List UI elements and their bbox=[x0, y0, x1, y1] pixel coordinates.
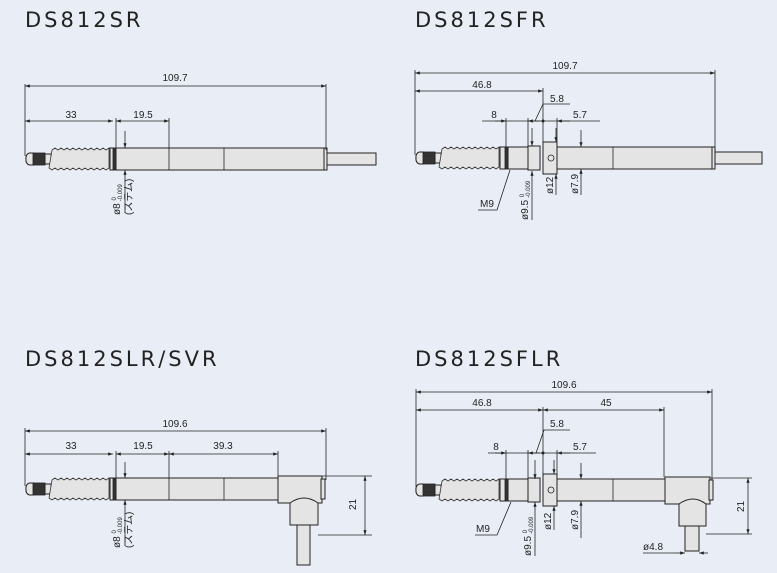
svg-text:ø8 0-0.009: ø8 0-0.009 bbox=[112, 184, 124, 215]
dim-d: 5.7 bbox=[573, 110, 587, 121]
cable bbox=[296, 524, 311, 566]
dim-a: 33 bbox=[65, 441, 77, 452]
svg-text:(ステム): (ステム) bbox=[123, 512, 135, 548]
stem-diameter-label: ø8 0-0.009 (ステム) bbox=[112, 179, 135, 215]
dim-b: 8 bbox=[491, 110, 497, 121]
drawing-ds812sr: DS812SR 109.7 33 19.5 ø8 0-0.009 (ステム) bbox=[24, 8, 377, 215]
body-diameter-label: ø7.9 bbox=[570, 510, 581, 530]
dim-e: 45 bbox=[600, 398, 612, 409]
drawing-ds812sfr: DS812SFR 109.7 46.8 8 5.8 bbox=[414, 8, 763, 220]
dim-total: 109.6 bbox=[162, 419, 187, 430]
dim-b: 19.5 bbox=[133, 441, 153, 452]
probe-body bbox=[25, 475, 326, 566]
probe-body bbox=[415, 473, 714, 552]
flange-od-label: ø12 bbox=[543, 512, 554, 530]
probe-body bbox=[415, 141, 763, 175]
elbow bbox=[289, 497, 319, 526]
collar bbox=[527, 145, 541, 171]
dim-c: 5.8 bbox=[550, 94, 564, 105]
cable bbox=[326, 152, 377, 166]
dim-height: 21 bbox=[736, 500, 747, 512]
probe-body bbox=[25, 147, 377, 171]
dim-total: 109.7 bbox=[162, 73, 187, 84]
flange bbox=[542, 141, 558, 175]
body-diameter-label: ø7.9 bbox=[570, 174, 581, 194]
dim-a: 46.8 bbox=[472, 80, 492, 91]
dim-a: 33 bbox=[65, 110, 77, 121]
dim-b: 8 bbox=[493, 442, 499, 453]
cable bbox=[684, 525, 700, 552]
drawing-ds812sflr: DS812SFLR 109.6 46.8 45 bbox=[415, 347, 752, 556]
stem-diameter-label: ø8 0-0.009 (ステム) bbox=[112, 512, 135, 548]
thread-label: M9 bbox=[476, 524, 490, 535]
dim-c: 39.3 bbox=[213, 441, 233, 452]
dim-total: 109.6 bbox=[551, 380, 576, 391]
model-title: DS812SFLR bbox=[415, 347, 563, 371]
svg-text:ø8 0-0.009: ø8 0-0.009 bbox=[112, 517, 124, 548]
model-title: DS812SLR/SVR bbox=[25, 347, 220, 371]
dim-b: 19.5 bbox=[133, 110, 153, 121]
elbow bbox=[678, 498, 707, 527]
cable-diameter-label: ø4.8 bbox=[643, 542, 663, 553]
dim-d: 5.7 bbox=[573, 442, 587, 453]
svg-text:(ステム): (ステム) bbox=[123, 179, 135, 215]
dim-a: 46.8 bbox=[472, 398, 492, 409]
drawing-ds812slr-svr: DS812SLR/SVR 109.6 33 19.5 39.3 bbox=[24, 347, 372, 566]
m9-nut bbox=[507, 146, 529, 170]
dim-height: 21 bbox=[348, 498, 359, 510]
flange-diameter-label: ø9.5 0-0.009 bbox=[523, 516, 535, 556]
flange-od-label: ø12 bbox=[545, 176, 556, 194]
thread-label: M9 bbox=[480, 199, 494, 210]
dim-c: 5.8 bbox=[550, 419, 564, 430]
cable bbox=[714, 151, 763, 165]
dim-total: 109.7 bbox=[552, 61, 577, 72]
flange-diameter-label: ø9.5 0-0.009 bbox=[520, 180, 532, 220]
model-title: DS812SFR bbox=[415, 8, 549, 32]
model-title: DS812SR bbox=[25, 8, 144, 32]
